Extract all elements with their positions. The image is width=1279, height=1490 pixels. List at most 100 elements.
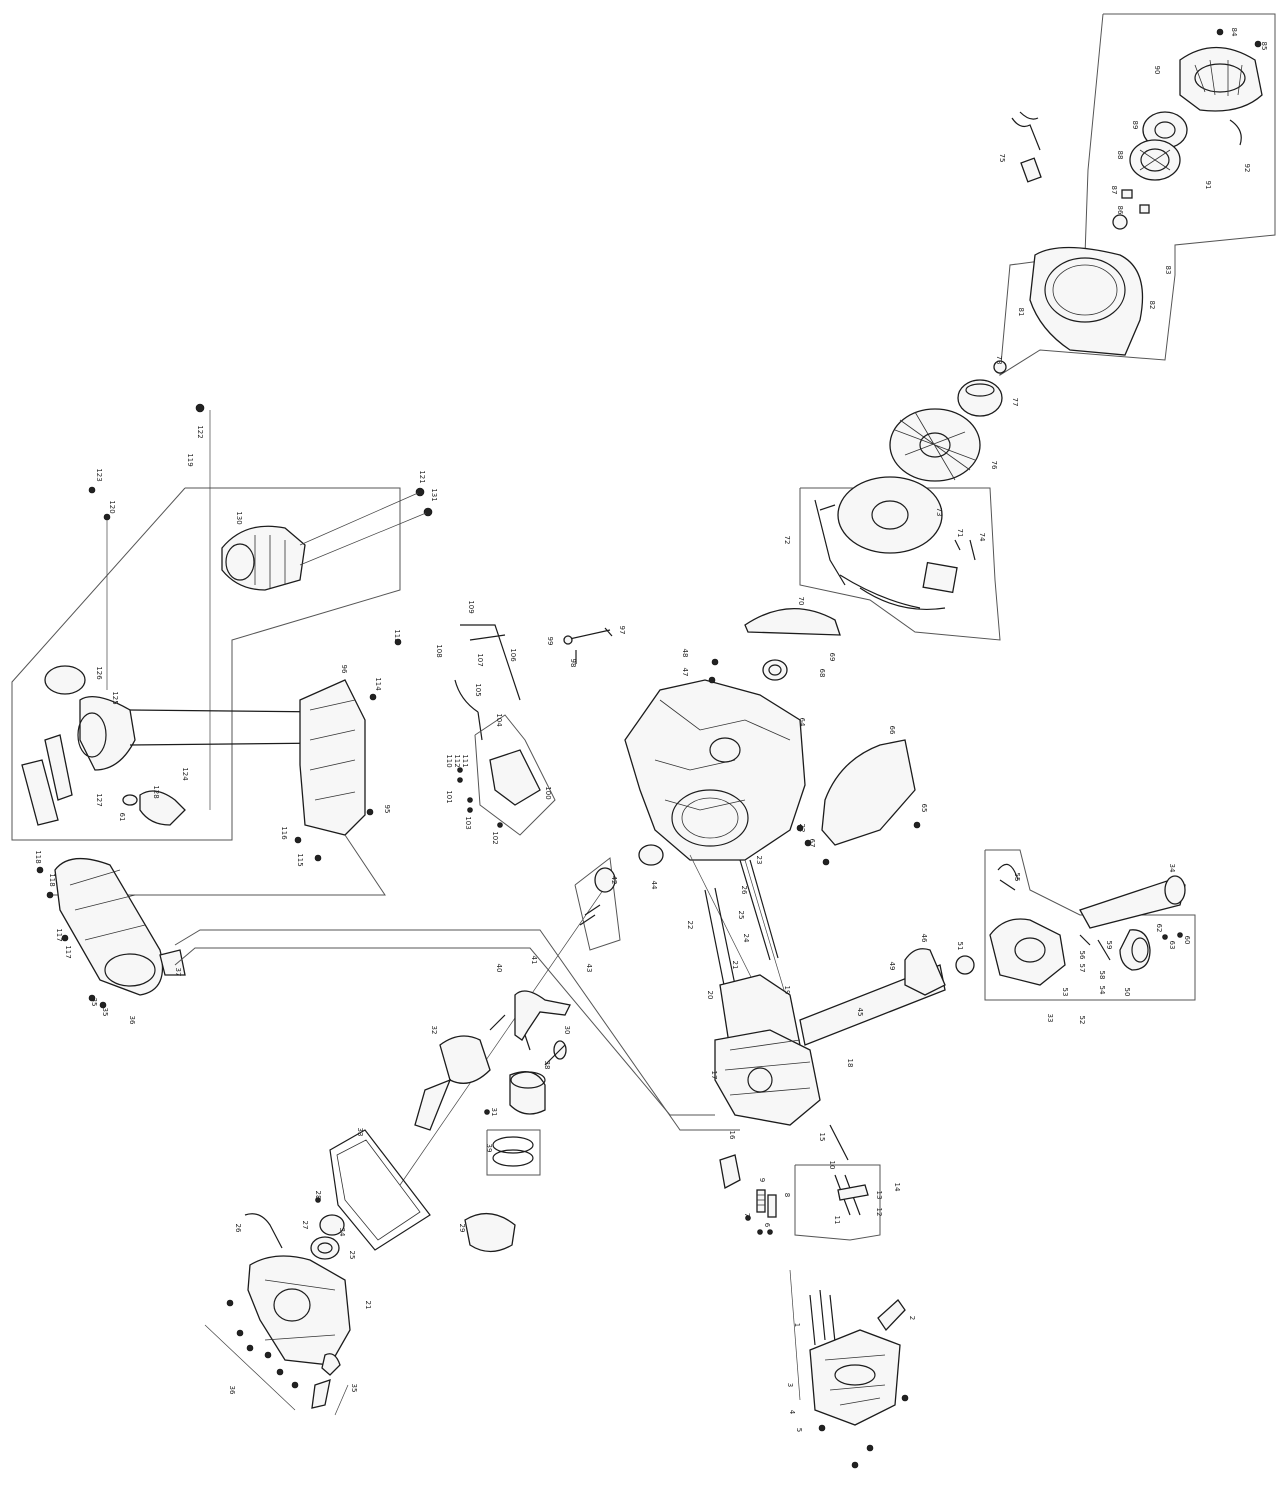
callout-8: 8 [783, 1193, 791, 1197]
callout-53: 53 [1061, 988, 1069, 997]
callout-55: 55 [1013, 873, 1021, 882]
callout-82: 82 [1148, 301, 1156, 310]
callout-34: 34 [1168, 864, 1176, 873]
callout-25: 25 [737, 911, 745, 920]
callout-123: 123 [95, 468, 103, 481]
callout-50: 50 [1123, 988, 1131, 997]
callout-33: 33 [356, 1128, 364, 1137]
callout-92: 92 [1243, 164, 1251, 173]
callout-27: 27 [301, 1221, 309, 1230]
callout-63: 63 [1168, 941, 1176, 950]
callout-97: 97 [618, 626, 626, 635]
callout-70: 70 [797, 597, 805, 606]
callout-16: 16 [728, 1131, 736, 1140]
callout-58: 58 [1098, 971, 1106, 980]
callout-60: 60 [1183, 936, 1191, 945]
callout-96: 96 [340, 665, 348, 674]
callout-91: 91 [1204, 181, 1212, 190]
air-cleaner-group [11, 403, 433, 841]
callout-51: 51 [956, 942, 964, 951]
callout-13: 13 [875, 1191, 883, 1200]
callout-122: 122 [196, 425, 204, 438]
callout-5: 5 [795, 1428, 803, 1432]
callout-20: 20 [706, 991, 714, 1000]
callout-64: 64 [798, 718, 806, 727]
callout-28: 28 [314, 1191, 322, 1200]
recoil-starter-group [999, 13, 1276, 376]
callout-103: 103 [464, 816, 472, 829]
callout-98: 98 [569, 659, 577, 668]
callout-36: 36 [228, 1386, 236, 1395]
callout-115: 115 [296, 853, 304, 866]
callout-99: 99 [546, 637, 554, 646]
callout-90: 90 [1153, 66, 1161, 75]
callout-83: 83 [1164, 266, 1172, 275]
flywheel-group [744, 360, 1007, 681]
callout-1: 1 [793, 1323, 801, 1327]
callout-26: 26 [740, 886, 748, 895]
callout-24: 24 [742, 934, 750, 943]
callout-86: 86 [1116, 206, 1124, 215]
callout-2: 2 [908, 1316, 916, 1320]
callout-35: 35 [101, 1008, 109, 1017]
crankcase-cover-group [204, 1129, 516, 1416]
callout-72: 72 [783, 536, 791, 545]
callout-40: 40 [495, 964, 503, 973]
callout-84: 84 [1230, 28, 1238, 37]
callout-45: 45 [856, 1008, 864, 1017]
callout-81: 81 [1017, 308, 1025, 317]
callout-11: 11 [833, 1216, 841, 1225]
callout-19: 19 [783, 986, 791, 995]
callout-121: 121 [418, 470, 426, 483]
callout-21: 21 [364, 1301, 372, 1310]
callout-23: 23 [755, 856, 763, 865]
callout-47: 47 [681, 668, 689, 677]
callout-62: 62 [1155, 924, 1163, 933]
callout-29: 29 [458, 1224, 466, 1233]
callout-25: 25 [348, 1251, 356, 1260]
callout-71: 71 [956, 529, 964, 538]
callout-49: 49 [888, 962, 896, 971]
callout-52: 52 [1078, 1016, 1086, 1025]
callout-38: 38 [543, 1061, 551, 1070]
callout-31: 31 [490, 1108, 498, 1117]
callout-48: 48 [681, 649, 689, 658]
callout-34: 34 [338, 1228, 346, 1237]
callout-77: 77 [1011, 398, 1019, 407]
callout-125: 125 [111, 691, 119, 704]
callout-106: 106 [509, 648, 517, 662]
callout-108: 108 [435, 644, 443, 657]
callout-57: 57 [1078, 964, 1086, 973]
callout-100: 100 [544, 786, 552, 799]
callout-87: 87 [1110, 186, 1118, 195]
callout-69: 69 [828, 653, 836, 662]
callout-73: 73 [935, 508, 943, 517]
callout-9: 9 [758, 1178, 766, 1182]
callout-128: 128 [152, 785, 160, 798]
callout-66: 66 [888, 726, 896, 735]
callout-74: 74 [978, 533, 986, 542]
callout-17: 17 [710, 1071, 718, 1080]
callout-22: 22 [798, 824, 806, 833]
callout-12: 12 [875, 1208, 883, 1217]
callout-59: 59 [1105, 941, 1113, 950]
callout-42: 42 [610, 876, 618, 885]
callout-3: 3 [786, 1383, 794, 1387]
callout-131: 131 [430, 488, 438, 501]
callout-75: 75 [998, 154, 1006, 163]
callout-14: 14 [893, 1183, 901, 1192]
callout-54: 54 [1098, 986, 1106, 995]
callout-95: 95 [383, 805, 391, 814]
callout-56: 56 [1078, 951, 1086, 960]
callout-113: 113 [393, 629, 401, 642]
callout-6: 6 [763, 1223, 771, 1228]
callout-61: 61 [118, 813, 126, 822]
callout-76: 76 [990, 461, 998, 470]
callout-65: 65 [920, 804, 928, 813]
callout-21: 21 [731, 961, 739, 970]
callout-67: 67 [808, 839, 816, 848]
callout-107: 107 [476, 653, 484, 666]
callout-30: 30 [563, 1026, 571, 1035]
